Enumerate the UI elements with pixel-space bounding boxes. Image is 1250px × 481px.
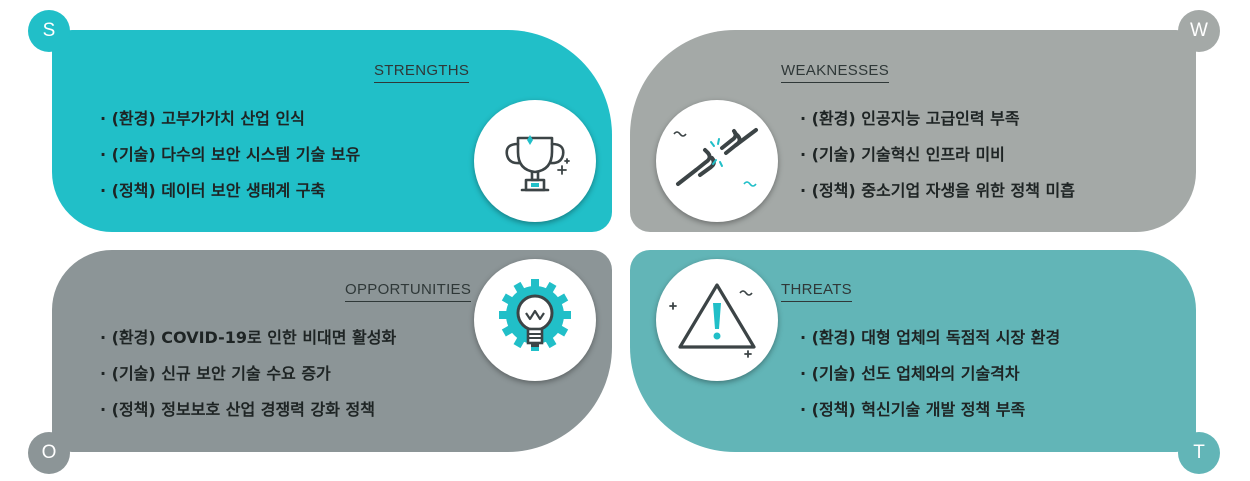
weaknesses-item: · (기술) 기술혁신 인프라 미비	[800, 145, 1005, 164]
weaknesses-item: · (정책) 중소기업 자생을 위한 정책 미흡	[800, 181, 1075, 200]
threats-item: · (환경) 대형 업체의 독점적 시장 환경	[800, 328, 1061, 347]
weaknesses-item: · (환경) 인공지능 고급인력 부족	[800, 109, 1020, 128]
warning-triangle-icon	[656, 259, 778, 381]
lightbulb-gear-icon	[474, 259, 596, 381]
strengths-item: · (정책) 데이터 보안 생태계 구축	[100, 181, 326, 200]
opportunities-letter-badge: O	[28, 432, 70, 474]
strengths-title: STRENGTHS	[374, 62, 470, 83]
threats-title: THREATS	[781, 281, 852, 302]
threats-item: · (정책) 혁신기술 개발 정책 부족	[800, 400, 1026, 419]
weaknesses-title: WEAKNESSES	[781, 62, 890, 83]
weaknesses-letter-badge: W	[1178, 10, 1220, 52]
opportunities-title: OPPORTUNITIES	[345, 281, 472, 302]
threats-letter-badge: T	[1178, 432, 1220, 474]
broken-chain-icon	[656, 100, 778, 222]
strengths-item: · (환경) 고부가가치 산업 인식	[100, 109, 305, 128]
strengths-letter-badge: S	[28, 10, 70, 52]
opportunities-list: · (환경) COVID-19로 인한 비대면 활성화 · (기술) 신규 보안…	[100, 325, 396, 433]
opportunities-item: · (환경) COVID-19로 인한 비대면 활성화	[100, 328, 397, 347]
strengths-item: · (기술) 다수의 보안 시스템 기술 보유	[100, 145, 361, 164]
opportunities-item: · (정책) 정보보호 산업 경쟁력 강화 정책	[100, 400, 375, 419]
strengths-list: · (환경) 고부가가치 산업 인식 · (기술) 다수의 보안 시스템 기술 …	[100, 106, 360, 214]
opportunities-item: · (기술) 신규 보안 기술 수요 증가	[100, 364, 331, 383]
weaknesses-list: · (환경) 인공지능 고급인력 부족 · (기술) 기술혁신 인프라 미비 ·…	[800, 106, 1075, 214]
trophy-icon	[474, 100, 596, 222]
threats-item: · (기술) 선도 업체와의 기술격차	[800, 364, 1020, 383]
threats-list: · (환경) 대형 업체의 독점적 시장 환경 · (기술) 선도 업체와의 기…	[800, 325, 1060, 433]
